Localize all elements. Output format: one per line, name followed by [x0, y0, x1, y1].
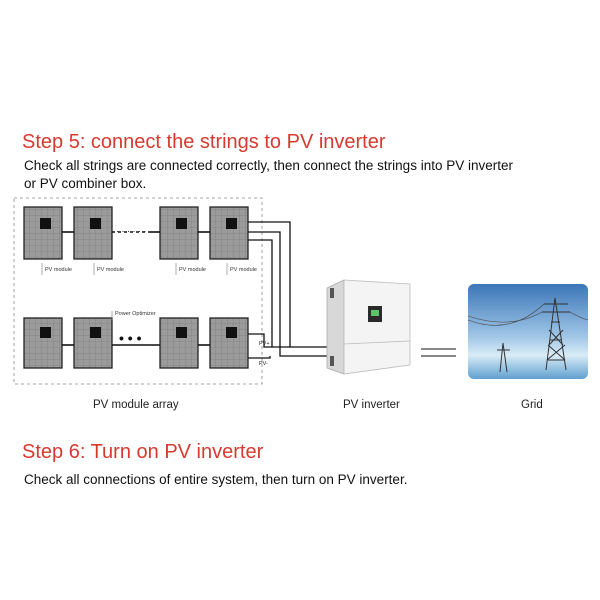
step5-description-line1: Check all strings are connected correctl…	[24, 158, 513, 173]
step5-description: Check all strings are connected correctl…	[24, 157, 584, 193]
caption-grid: Grid	[521, 399, 543, 411]
grid-connection	[421, 348, 456, 357]
step6-title: Step 6: Turn on PV inverter	[22, 441, 264, 463]
pv-module-top-4	[209, 206, 249, 260]
pv-module-bottom-3	[159, 317, 199, 369]
bottom-ellipsis: • • •	[119, 330, 142, 346]
module-label-4: PV module	[230, 267, 257, 273]
module-label-3: PV module	[179, 267, 206, 273]
pv-module-bottom-4	[209, 317, 249, 369]
pv-module-top-1	[23, 206, 63, 260]
pv-module-top-2	[73, 206, 113, 260]
grid-image	[467, 284, 589, 379]
pv-module-top-3	[159, 206, 199, 260]
pv-module-bottom-1	[23, 317, 63, 369]
pv-minus-label: PV-	[259, 361, 268, 367]
top-string: · · · · · ·	[23, 206, 249, 260]
bottom-string: • • •	[23, 317, 249, 369]
step6-description: Check all connections of entire system, …	[24, 472, 408, 487]
caption-inverter: PV inverter	[343, 399, 400, 411]
step5-title: Step 5: connect the strings to PV invert…	[22, 131, 386, 153]
pv-plus-label: PV+	[259, 341, 270, 347]
top-ellipsis: · · · · · ·	[116, 226, 147, 236]
string-wiring	[248, 221, 330, 359]
pv-inverter-illustration	[326, 279, 411, 375]
module-array-boundary	[13, 197, 263, 385]
module-label-1: PV module	[45, 267, 72, 273]
optimizer-box	[40, 218, 51, 229]
module-label-2: PV module	[97, 267, 124, 273]
optimizer-label: Power Optimizer	[115, 311, 156, 317]
step5-description-line2: or PV combiner box.	[24, 176, 147, 191]
caption-array: PV module array	[93, 399, 179, 411]
pv-module-bottom-2	[73, 317, 113, 369]
transmission-tower-icon	[497, 297, 570, 373]
